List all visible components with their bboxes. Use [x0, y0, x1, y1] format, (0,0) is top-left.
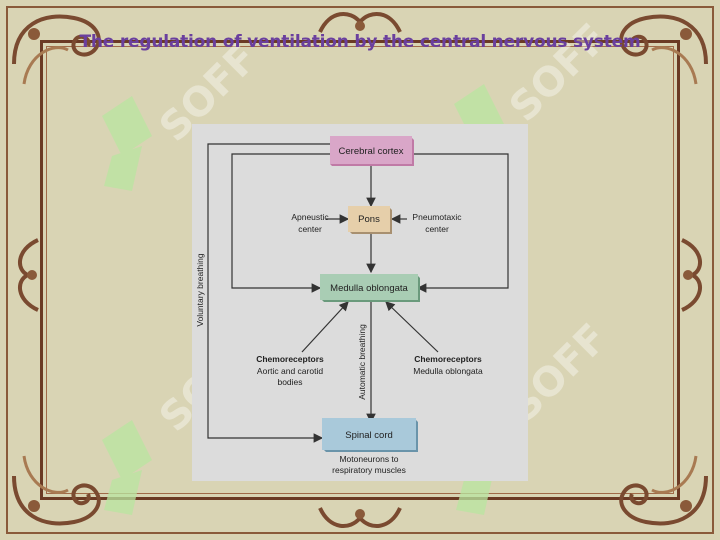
node-box	[320, 274, 418, 300]
node-label: Spinal cord	[345, 430, 393, 441]
ornament-bottom-right-icon	[619, 455, 708, 526]
chemoreceptors-central-label: Chemoreceptors	[414, 354, 482, 364]
node-box	[348, 206, 390, 232]
decorative-frame	[40, 40, 680, 500]
inner-border	[46, 46, 674, 494]
arrow-peripheral-chemo-to-medulla	[301, 301, 349, 353]
ornament-bottom-center-icon	[318, 507, 402, 528]
node-spinal-cord: Spinal cord	[322, 418, 418, 452]
ornament-top-right-icon	[619, 14, 708, 85]
pneumotaxic-label: center	[425, 224, 449, 234]
chemoreceptors-peripheral-label: bodies	[277, 377, 302, 387]
node-box	[330, 136, 412, 164]
voluntary-breathing-label: Voluntary breathing	[195, 253, 205, 327]
watermark-leaf-icon	[102, 96, 152, 191]
ornament-left-center-icon	[18, 238, 39, 312]
automatic-breathing-label: Automatic breathing	[357, 324, 367, 400]
apneustic-label: Apneustic	[291, 212, 329, 222]
diagram-connectors	[207, 143, 509, 443]
node-label: Cerebral cortex	[339, 146, 404, 157]
motoneurons-label: respiratory muscles	[332, 465, 406, 475]
ornament-top-left-icon	[12, 14, 101, 85]
outer-border	[6, 6, 714, 534]
arrow-central-chemo-to-medulla	[385, 301, 439, 353]
motoneurons-label: Motoneurons to	[339, 454, 398, 464]
arrow-cortex-to-medulla-right	[412, 153, 509, 293]
ornament-right-center-icon	[681, 238, 702, 312]
ornament-top-center-icon	[318, 12, 402, 33]
node-cerebral-cortex: Cerebral cortex	[330, 136, 414, 166]
node-label: Medulla oblongata	[330, 283, 408, 294]
arrow-cortex-to-spinal	[207, 143, 330, 443]
node-medulla-oblongata: Medulla oblongata	[320, 274, 420, 302]
watermark-leaf-icon	[102, 420, 152, 515]
chemoreceptors-peripheral-label: Chemoreceptors	[256, 354, 324, 364]
pneumotaxic-label: Pneumotaxic	[412, 212, 462, 222]
chemoreceptors-peripheral-label: Aortic and carotid	[257, 366, 323, 376]
ornament-bottom-left-icon	[12, 455, 101, 526]
node-label: Pons	[358, 214, 380, 225]
arrow-cortex-to-medulla-left	[231, 153, 330, 293]
node-box	[322, 418, 416, 450]
node-pons: Pons	[348, 206, 392, 234]
apneustic-label: center	[298, 224, 322, 234]
chemoreceptors-central-label: Medulla oblongata	[413, 366, 483, 376]
ventilation-diagram: Cerebral cortex Pons Medulla oblongata S…	[192, 124, 528, 481]
page-title: The regulation of ventilation by the cen…	[79, 32, 641, 52]
